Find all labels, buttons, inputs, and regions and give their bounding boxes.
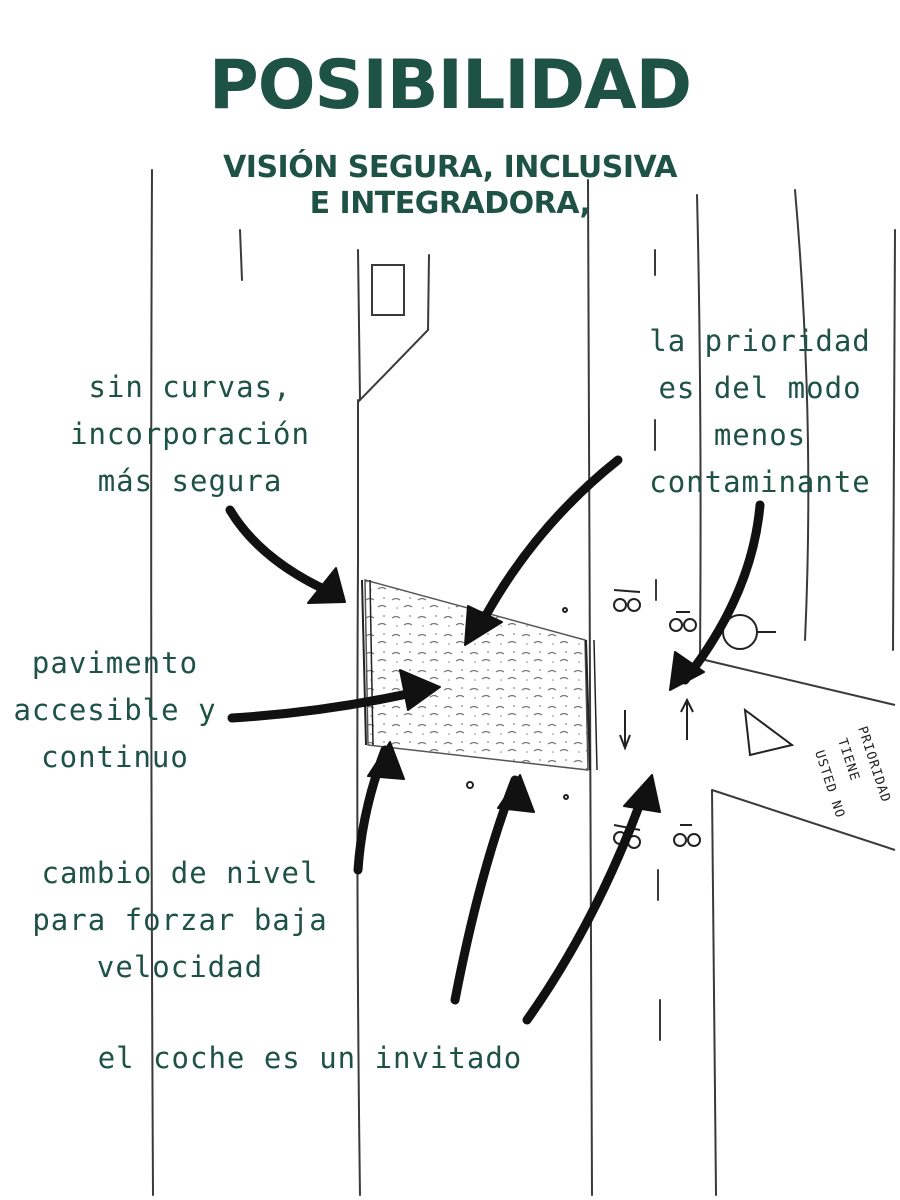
bicycle-icon [613, 589, 641, 612]
annotation-arrows [225, 455, 765, 1025]
label-line: accesible y [13, 692, 217, 727]
label-line: es del modo [658, 370, 862, 405]
arrow-priority-left [473, 455, 623, 635]
arrow-car-left [450, 775, 520, 1005]
bicycle-icon [669, 611, 697, 632]
label-priority: la prioridad es del modo menos contamina… [620, 318, 900, 506]
label-line: cambio de nivel [41, 856, 319, 890]
label-line: la prioridad [649, 324, 871, 358]
subtitle-line: E INTEGRADORA, [309, 186, 591, 221]
road-lines [150, 169, 896, 1196]
label-line: más segura [97, 463, 283, 498]
label-line: el coche es un invitado [97, 1041, 523, 1075]
label-line: contaminante [649, 464, 871, 499]
label-curves: sin curvas, incorporación más segura [40, 364, 340, 505]
label-line: incorporación [70, 416, 310, 451]
sign-line-2: TIENE [834, 737, 862, 784]
label-line: velocidad [96, 949, 264, 984]
arrow-priority-right [680, 500, 765, 685]
arrow-pavement [227, 685, 430, 723]
page-title: POSIBILIDAD [208, 46, 692, 125]
label-line: pavimento [31, 646, 199, 680]
label-line: continuo [41, 739, 189, 774]
yield-sign [722, 614, 795, 757]
label-line: menos [713, 417, 807, 452]
crossing-paving [361, 579, 598, 771]
arrow-heads [307, 567, 705, 813]
subtitle-line: VISIÓN SEGURA, INCLUSIVA [223, 150, 677, 185]
label-level: cambio de nivel para forzar baja velocid… [10, 850, 350, 991]
side-road [704, 659, 896, 851]
arrow-car-right [522, 785, 650, 1025]
arrow-curves [225, 505, 335, 597]
label-car: el coche es un invitado [70, 1035, 550, 1082]
sign-line-3: PRIORIDAD [854, 725, 893, 805]
down-arrow-icon [619, 710, 631, 751]
label-line: sin curvas, [88, 370, 292, 404]
bicycle-icon [673, 824, 701, 847]
label-pavement: pavimento accesible y continuo [0, 640, 230, 781]
page-subtitle: VISIÓN SEGURA, INCLUSIVA E INTEGRADORA, [150, 150, 750, 222]
label-line: para forzar baja [32, 902, 328, 937]
up-arrow-icon [680, 697, 694, 740]
